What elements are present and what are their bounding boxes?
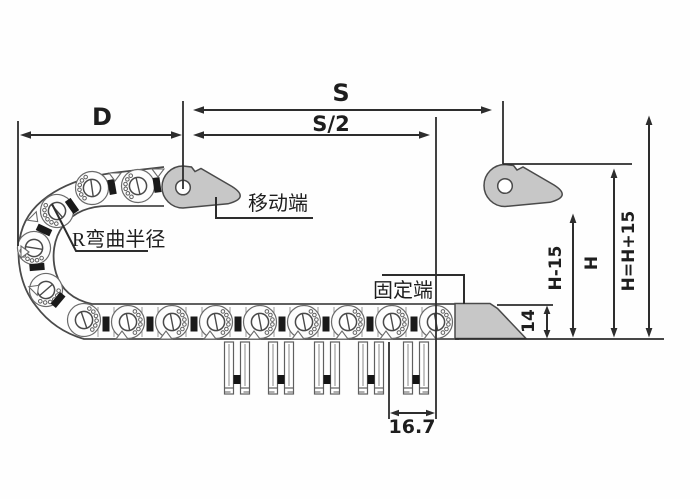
label-fixed-end: 固定端: [373, 279, 433, 302]
label-dim-d: D: [92, 103, 112, 131]
label-moving-end: 移动端: [248, 192, 308, 215]
fixed-end-bracket: [454, 302, 528, 340]
leader-bend-radius: [51, 203, 148, 252]
mounting-clamp: [223, 341, 251, 395]
extension-lines: [17, 101, 664, 419]
label-dim-14: 14: [519, 309, 539, 333]
cable-chain: [12, 166, 459, 340]
mounting-clamp: [402, 341, 430, 395]
label-bend-radius: R弯曲半径: [72, 228, 165, 251]
mounting-clamp: [267, 341, 295, 395]
chain-inner-contour: [52, 205, 459, 305]
leader-moving-end: [215, 197, 313, 219]
leader-lines: [51, 197, 465, 304]
label-dim-h: H: [582, 256, 602, 270]
mounting-clamps: [223, 341, 430, 395]
mounting-clamp: [357, 341, 385, 395]
leader-fixed-end: [382, 274, 465, 304]
label-dim-h-total: H=H+15: [619, 211, 639, 292]
dimension-lines: [30, 109, 650, 414]
mounting-clamp: [313, 341, 341, 395]
moving-end-bracket: [161, 165, 241, 209]
label-dim-h-minus-15: H-15: [546, 246, 566, 291]
dimension-arrowheads: [20, 106, 653, 417]
label-dim-s-half: S/2: [312, 112, 349, 136]
label-dim-16-7: 16.7: [389, 416, 436, 438]
label-dim-s: S: [332, 79, 349, 107]
guide-end-bracket: [483, 163, 563, 208]
